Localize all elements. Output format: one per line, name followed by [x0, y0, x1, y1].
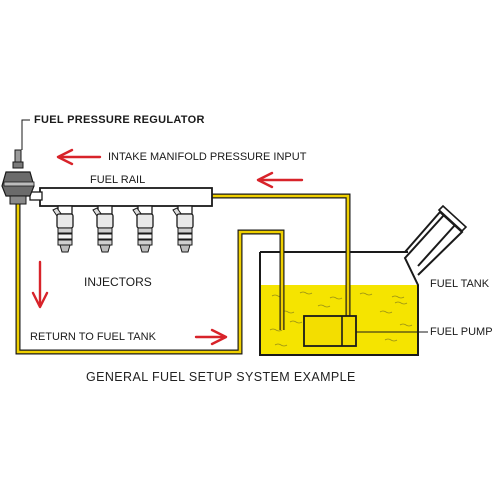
filler-neck [260, 210, 464, 276]
fuel-ripple [299, 291, 313, 295]
label-intake-manifold-pressure-input: INTAKE MANIFOLD PRESSURE INPUT [108, 151, 307, 163]
label-return-to-fuel-tank: RETURN TO FUEL TANK [30, 331, 156, 343]
fuel-ripple [317, 304, 331, 308]
fuel-ripple [329, 296, 343, 300]
arrow-return-down [31, 260, 49, 309]
injector [172, 205, 194, 253]
injector [92, 205, 114, 253]
fuel-pump [303, 315, 428, 347]
fuel-ripples [269, 291, 413, 347]
fuel-ripple [384, 338, 398, 342]
fuel-ripple [359, 292, 373, 296]
label-fuel-pressure-regulator: FUEL PRESSURE REGULATOR [34, 114, 205, 126]
filler-cap [437, 204, 468, 233]
flow-arrows [31, 148, 304, 346]
label-fuel-pump: FUEL PUMP [430, 326, 493, 338]
fuel-ripple [379, 310, 393, 314]
arrow-feed-rail [256, 171, 304, 189]
regulator-pointer [21, 119, 30, 150]
injector [132, 205, 154, 253]
arrow-return-tank [194, 328, 228, 346]
injectors [52, 205, 194, 253]
fuel-ripple [269, 328, 283, 332]
fuel-ripple [289, 320, 303, 324]
fuel-ripple [394, 301, 408, 305]
fuel-ripple [274, 343, 288, 347]
return-line-fill [16, 195, 284, 354]
label-fuel-rail: FUEL RAIL [90, 174, 146, 186]
fuel-ripple [391, 295, 405, 299]
diagram-caption: GENERAL FUEL SETUP SYSTEM EXAMPLE [86, 370, 356, 384]
fuel-rail [29, 187, 213, 207]
feed-line-fill [212, 194, 350, 318]
injector [52, 205, 74, 253]
fuel-pressure-regulator [1, 119, 35, 205]
arrow-intake-input [56, 148, 102, 166]
fuel-ripple [399, 323, 413, 327]
label-fuel-tank: FUEL TANK [430, 278, 490, 290]
label-injectors: INJECTORS [84, 275, 152, 289]
fuel-lines [15, 193, 351, 355]
